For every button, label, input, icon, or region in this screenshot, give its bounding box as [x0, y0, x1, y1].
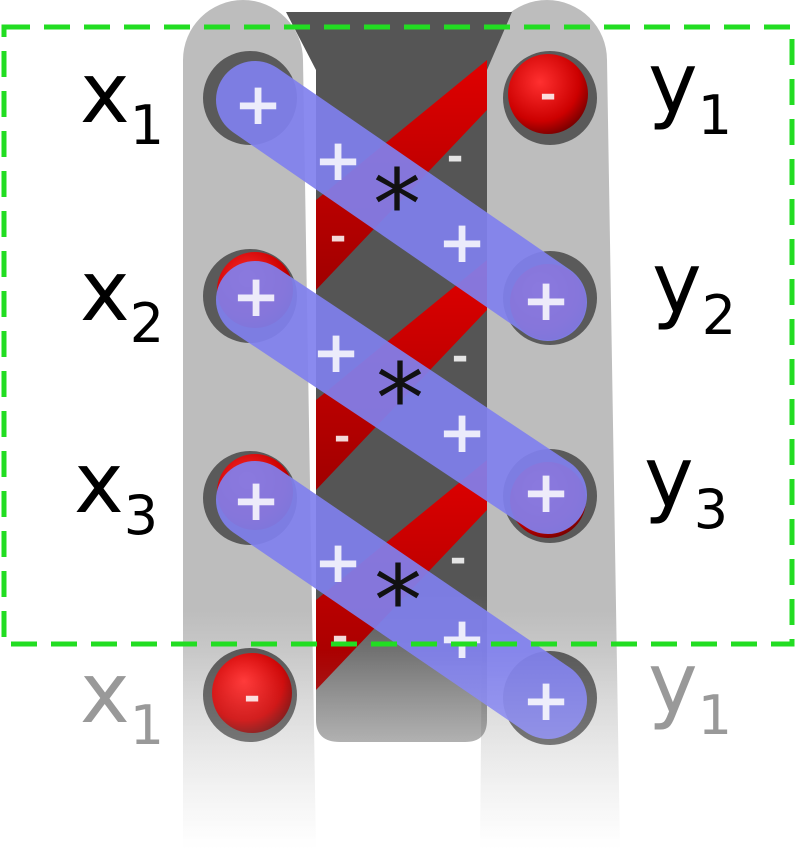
y-labels: y1 y2 y3 y1: [644, 34, 736, 747]
product-star-1: *: [373, 149, 421, 261]
minus-sign: -: [540, 72, 557, 118]
label-x2: x2: [80, 242, 164, 355]
plus-sign: +: [522, 458, 571, 526]
plus-sign: +: [438, 208, 487, 276]
product-markers: * * *: [373, 149, 424, 657]
plus-sign: +: [312, 318, 361, 386]
label-y1: y1: [648, 34, 732, 147]
minus-sign: -: [334, 414, 351, 460]
product-star-3: *: [374, 545, 422, 657]
label-y2: y2: [652, 234, 736, 347]
minus-sign: -: [450, 536, 467, 582]
repeat-row-fade: [180, 650, 620, 849]
plus-sign: +: [232, 262, 281, 330]
label-y1-repeat: y1: [648, 634, 732, 747]
plus-sign: +: [438, 398, 487, 466]
minus-sign: -: [452, 334, 469, 380]
plus-sign: +: [234, 70, 283, 138]
label-x3: x3: [74, 434, 158, 547]
plus-sign: +: [314, 528, 363, 596]
minus-sign: -: [330, 214, 347, 260]
plus-sign: +: [232, 466, 281, 534]
positive-rod-1: [216, 61, 587, 341]
product-star-2: *: [376, 343, 424, 455]
label-x1-repeat: x1: [80, 644, 164, 757]
highlight-box: [1, 24, 795, 647]
x-labels: x1 x2 x3 x1: [74, 44, 164, 757]
minus-sign: -: [447, 134, 464, 180]
plus-sign: +: [522, 266, 571, 334]
left-track: [183, 0, 316, 849]
minus-sign: -: [332, 614, 349, 660]
positive-rod-2: [216, 261, 587, 534]
label-x1: x1: [80, 44, 164, 157]
plus-sign: +: [314, 126, 363, 194]
label-y3: y3: [644, 428, 728, 541]
negative-ball-y1: [508, 54, 588, 134]
